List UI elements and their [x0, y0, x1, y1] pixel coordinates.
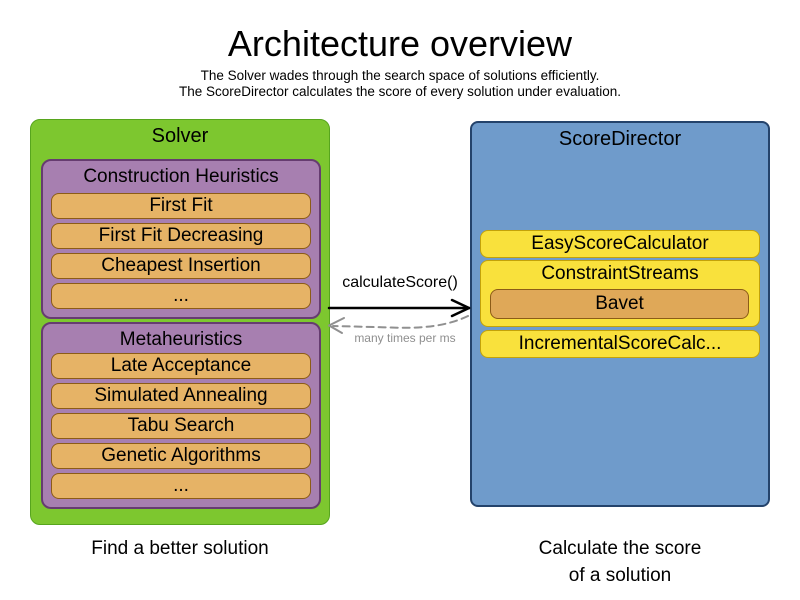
algorithm-item: Simulated Annealing: [51, 383, 311, 409]
algorithm-item: Cheapest Insertion: [51, 253, 311, 279]
score-director-title: ScoreDirector: [558, 128, 682, 150]
score-director-box: ScoreDirector EasyScoreCalculator Constr…: [470, 121, 770, 507]
construction-heuristics-title: Construction Heuristics: [83, 166, 279, 187]
construction-heuristics-box: Construction Heuristics First Fit First …: [41, 159, 321, 319]
algorithm-item: Tabu Search: [51, 413, 311, 439]
metaheuristics-title: Metaheuristics: [119, 329, 243, 350]
bavet-box: Bavet: [490, 289, 749, 319]
subtitle-line-1: The Solver wades through the search spac…: [200, 68, 600, 83]
return-frequency-label: many times per ms: [354, 331, 456, 345]
return-arrow: [328, 315, 469, 334]
solver-box: Solver Construction Heuristics First Fit…: [30, 119, 330, 525]
calculate-score-arrow: [327, 298, 471, 318]
solver-title: Solver: [151, 125, 209, 147]
algorithm-item: Genetic Algorithms: [51, 443, 311, 469]
algorithm-item: First Fit: [51, 193, 311, 219]
calculator-item-constraint-streams: ConstraintStreams Bavet: [480, 260, 760, 327]
page-title: Architecture overview: [227, 23, 573, 64]
score-director-caption: Calculate the score of a solution: [470, 535, 770, 589]
algorithm-item: First Fit Decreasing: [51, 223, 311, 249]
calculator-item: IncrementalScoreCalc...: [480, 330, 760, 358]
algorithm-item: Late Acceptance: [51, 353, 311, 379]
subtitle-line-2: The ScoreDirector calculates the score o…: [179, 84, 621, 99]
calculator-label: ConstraintStreams: [541, 263, 699, 284]
arrow-layer: [327, 298, 471, 334]
algorithm-item-ellipsis: ...: [51, 283, 311, 309]
calculate-score-label: calculateScore(): [342, 274, 458, 291]
metaheuristics-box: Metaheuristics Late Acceptance Simulated…: [41, 322, 321, 509]
caption-line: Calculate the score: [538, 538, 702, 559]
calculator-item: EasyScoreCalculator: [480, 230, 760, 258]
solver-caption: Find a better solution: [91, 538, 269, 559]
algorithm-item-ellipsis: ...: [51, 473, 311, 499]
caption-line: of a solution: [568, 565, 672, 586]
